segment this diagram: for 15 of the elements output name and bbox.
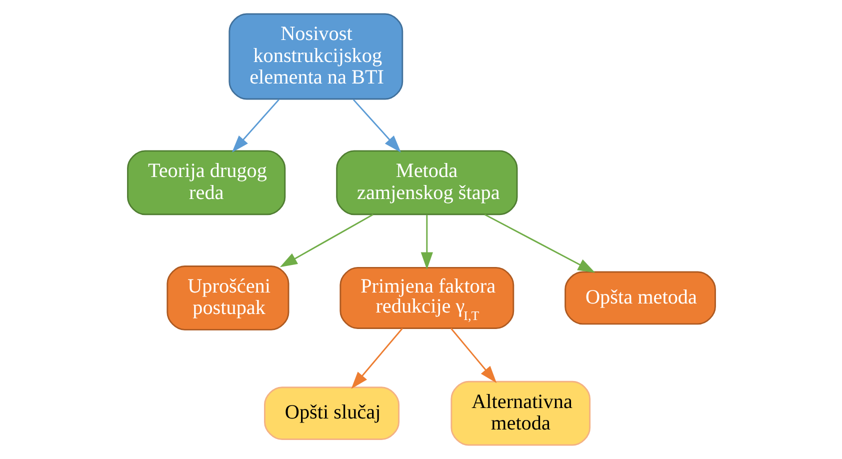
arrow: [352, 99, 400, 152]
arrow: [484, 214, 595, 273]
arrow: [231, 99, 279, 152]
node-box: Opšti slučaj: [264, 386, 400, 440]
arrow: [420, 214, 432, 270]
arrow: [350, 328, 402, 389]
node-box: Uprošćeni postupak: [166, 266, 289, 330]
node-box: Metoda zamjenskog štapa: [336, 150, 518, 216]
node-box: Opšta metoda: [564, 271, 716, 325]
node-box: Primjena faktora redukcije γ$_{I,T}$: [339, 266, 514, 329]
node-box: Alternativna metoda: [450, 380, 590, 446]
arrow: [279, 214, 373, 268]
node-box: Teorija drugog reda: [126, 150, 286, 216]
arrow: [450, 328, 496, 384]
node-box: Nosivost konstrukcijskog elementa na BTI: [228, 13, 403, 100]
